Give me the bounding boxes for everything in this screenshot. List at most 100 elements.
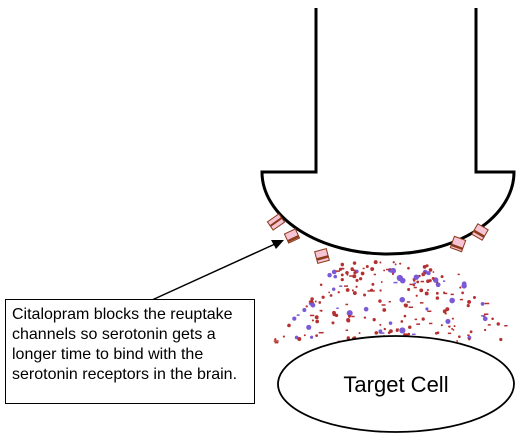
- serotonin-molecule: [328, 291, 331, 294]
- serotonin-molecule: [388, 321, 393, 325]
- serotonin-molecule: [423, 271, 427, 274]
- serotonin-molecule: [451, 327, 454, 330]
- target-cell: [277, 335, 515, 433]
- serotonin-molecule: [482, 316, 488, 322]
- serotonin-molecule: [274, 341, 279, 344]
- serotonin-molecule: [314, 315, 319, 320]
- serotonin-molecule: [412, 333, 416, 336]
- serotonin-molecule: [409, 283, 415, 286]
- reuptake-channel: [266, 213, 286, 231]
- serotonin-molecule: [487, 324, 491, 326]
- serotonin-molecule: [363, 293, 366, 297]
- serotonin-molecule: [425, 307, 429, 311]
- serotonin-molecule: [273, 340, 279, 342]
- serotonin-molecule: [311, 319, 314, 322]
- serotonin-molecule: [452, 328, 455, 331]
- serotonin-molecule: [346, 318, 351, 322]
- serotonin-molecule: [346, 310, 353, 317]
- serotonin-molecule: [413, 286, 417, 289]
- serotonin-molecule: [347, 314, 351, 318]
- serotonin-molecule: [499, 337, 503, 342]
- serotonin-molecule: [379, 332, 385, 334]
- serotonin-molecule: [399, 262, 402, 265]
- serotonin-molecule: [340, 278, 344, 282]
- serotonin-molecule: [436, 331, 440, 334]
- serotonin-molecule: [457, 273, 460, 276]
- serotonin-molecule: [482, 315, 485, 318]
- serotonin-molecule: [449, 297, 455, 304]
- serotonin-molecule: [442, 280, 446, 282]
- serotonin-molecule: [352, 291, 357, 295]
- serotonin-molecule: [360, 271, 365, 276]
- serotonin-molecule: [472, 296, 476, 300]
- serotonin-molecule: [319, 309, 323, 312]
- reuptake-channels: [266, 213, 489, 264]
- serotonin-molecule: [386, 268, 391, 271]
- serotonin-molecule: [329, 294, 333, 297]
- serotonin-molecule: [379, 289, 382, 292]
- serotonin-molecule: [458, 335, 461, 339]
- serotonin-molecule: [373, 273, 376, 276]
- serotonin-molecule: [416, 323, 421, 325]
- serotonin-molecule: [426, 279, 430, 284]
- serotonin-molecule: [355, 278, 359, 282]
- serotonin-molecule: [408, 306, 414, 309]
- caption-line: serotonin receptors in the brain.: [12, 366, 238, 383]
- serotonin-molecule: [370, 288, 374, 292]
- serotonin-molecule: [318, 301, 322, 304]
- serotonin-molecule: [358, 332, 361, 335]
- serotonin-molecule: [445, 307, 450, 312]
- serotonin-molecule: [448, 325, 451, 328]
- serotonin-molecule: [406, 301, 411, 303]
- serotonin-molecule: [345, 329, 349, 332]
- serotonin-molecule: [403, 314, 407, 318]
- serotonin-molecule: [274, 338, 277, 341]
- serotonin-molecule: [309, 314, 315, 317]
- serotonin-molecule: [443, 292, 448, 295]
- serotonin-molecule: [400, 320, 404, 323]
- serotonin-molecule: [308, 300, 313, 303]
- serotonin-molecule: [373, 260, 378, 265]
- serotonin-molecule: [435, 282, 441, 288]
- serotonin-molecule: [305, 305, 308, 308]
- serotonin-molecule: [399, 296, 406, 303]
- reuptake-channel: [449, 235, 467, 253]
- serotonin-molecule: [335, 270, 340, 272]
- serotonin-molecule: [327, 272, 332, 278]
- serotonin-molecule: [396, 328, 399, 330]
- serotonin-molecule: [484, 302, 490, 305]
- caption-line: longer time to bind with the: [12, 346, 204, 363]
- serotonin-molecule: [319, 283, 323, 286]
- serotonin-molecule: [372, 318, 376, 322]
- presynaptic-terminal: [260, 8, 516, 256]
- serotonin-molecule: [331, 321, 335, 325]
- serotonin-molecule: [333, 274, 338, 279]
- serotonin-molecule: [466, 304, 470, 308]
- serotonin-molecule: [394, 263, 397, 266]
- serotonin-molecule: [374, 331, 379, 335]
- serotonin-molecule: [388, 329, 393, 334]
- serotonin-molecule: [321, 295, 325, 299]
- serotonin-molecule: [425, 264, 429, 268]
- serotonin-molecule: [456, 340, 459, 342]
- serotonin-molecule: [399, 327, 406, 334]
- serotonin-molecule: [303, 334, 306, 337]
- serotonin-molecule: [444, 312, 447, 315]
- serotonin-molecule: [363, 316, 367, 319]
- caption-line: channels so serotonin gets a: [12, 326, 216, 343]
- serotonin-molecule: [292, 316, 297, 321]
- target-cell-label: Target Cell: [343, 372, 448, 397]
- serotonin-molecule: [296, 314, 300, 316]
- serotonin-molecule: [393, 281, 398, 284]
- serotonin-molecule: [334, 313, 339, 318]
- serotonin-molecule: [345, 270, 349, 275]
- serotonin-molecule: [310, 297, 314, 301]
- serotonin-molecule: [349, 275, 353, 277]
- reuptake-channel: [314, 248, 330, 264]
- serotonin-molecule: [339, 285, 343, 287]
- serotonin-molecule: [435, 291, 439, 295]
- caption-box: Citalopram blocks the reuptake channels …: [5, 299, 255, 404]
- serotonin-molecule: [315, 319, 320, 324]
- serotonin-molecule: [346, 273, 349, 276]
